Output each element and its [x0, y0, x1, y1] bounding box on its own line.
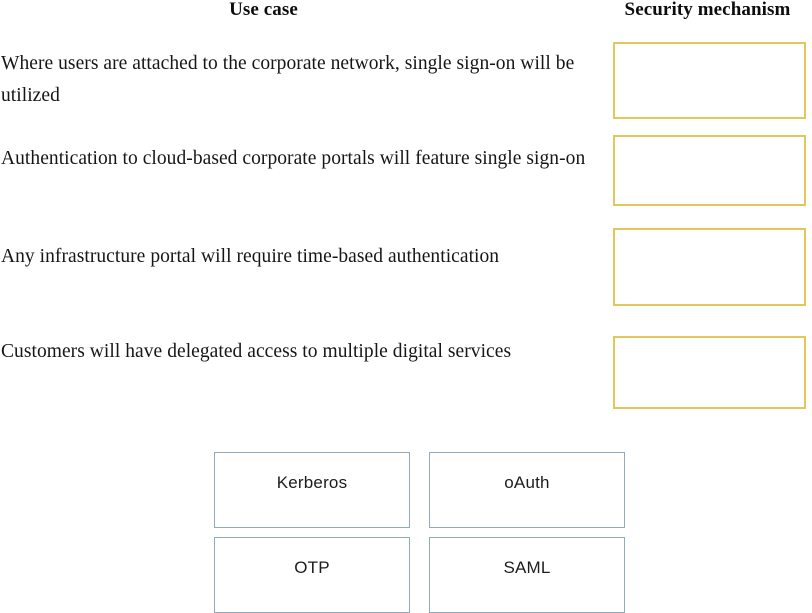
- use-case-row: Where users are attached to the corporat…: [1, 48, 601, 112]
- answer-option-otp[interactable]: OTP: [214, 537, 410, 613]
- drop-target-slot[interactable]: [613, 42, 806, 119]
- column-header-security-mechanism: Security mechanism: [624, 0, 791, 20]
- answer-bank-row: Kerberos oAuth: [214, 452, 625, 528]
- use-case-text: Authentication to cloud-based corporate …: [1, 148, 586, 169]
- answer-option-oauth[interactable]: oAuth: [429, 452, 625, 528]
- use-case-row: Any infrastructure portal will require t…: [1, 241, 601, 273]
- use-case-text: Any infrastructure portal will require t…: [1, 246, 500, 267]
- answer-option-label: OTP: [294, 558, 330, 577]
- answer-option-label: oAuth: [504, 473, 550, 492]
- use-case-text: Where users are attached to the corporat…: [1, 53, 575, 106]
- answer-bank-row: OTP SAML: [214, 537, 625, 613]
- use-case-text: Customers will have delegated access to …: [1, 341, 512, 362]
- answer-option-kerberos[interactable]: Kerberos: [214, 452, 410, 528]
- use-case-row: Customers will have delegated access to …: [1, 336, 601, 368]
- drop-target-slot[interactable]: [613, 135, 806, 206]
- answer-option-saml[interactable]: SAML: [429, 537, 625, 613]
- answer-option-label: SAML: [503, 558, 551, 577]
- answer-option-label: Kerberos: [276, 473, 348, 492]
- drop-target-slot[interactable]: [613, 336, 806, 409]
- column-header-use-case: Use case: [229, 0, 298, 20]
- use-case-row: Authentication to cloud-based corporate …: [1, 143, 601, 175]
- drop-target-slot[interactable]: [613, 228, 806, 306]
